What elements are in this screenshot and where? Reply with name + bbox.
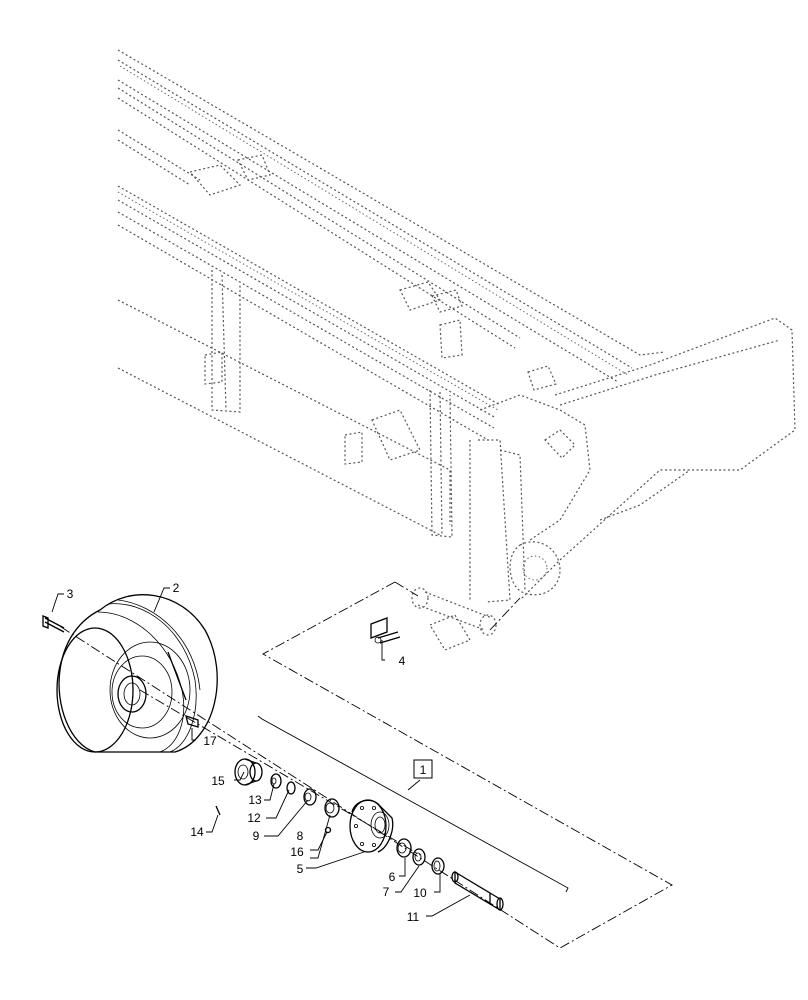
seal-part <box>431 857 445 875</box>
callout-10: 10 <box>413 886 427 900</box>
leader-lines <box>51 587 471 917</box>
callout-11: 11 <box>407 910 420 924</box>
hub-part <box>349 799 394 853</box>
callout-7: 7 <box>383 885 390 899</box>
dust-cap-part <box>234 758 263 786</box>
spindle-part <box>451 870 504 912</box>
callout-6: 6 <box>389 870 396 884</box>
callout-12: 12 <box>247 811 261 825</box>
bolt-part <box>42 615 65 633</box>
callout-3: 3 <box>67 587 74 601</box>
tire-wheel <box>56 594 218 753</box>
callout-13: 13 <box>248 793 262 807</box>
callout-2: 2 <box>173 581 180 595</box>
callout-14: 14 <box>190 825 204 839</box>
assembly-envelope <box>57 581 673 949</box>
callout-8: 8 <box>297 829 304 843</box>
outer-cup-part <box>324 798 340 818</box>
inner-cup-part <box>396 838 412 858</box>
callouts: 1 2 3 4 5 6 7 8 9 10 11 12 13 14 15 16 1… <box>67 581 433 924</box>
callout-17: 17 <box>203 734 217 748</box>
outer-bearing-part <box>303 788 317 806</box>
inner-bearing-part <box>412 848 426 866</box>
callout-9: 9 <box>253 829 260 843</box>
header-frame-ghost <box>117 49 796 651</box>
callout-1: 1 <box>420 763 427 777</box>
callout-4: 4 <box>399 654 406 668</box>
callout-16: 16 <box>290 845 304 859</box>
callout-1-box <box>413 759 433 779</box>
pin-part <box>370 617 401 644</box>
washer-part <box>286 781 296 795</box>
cotter-pin-part <box>215 805 221 816</box>
callout-5: 5 <box>297 862 304 876</box>
castle-nut-part <box>270 773 282 789</box>
callout-15: 15 <box>211 774 225 788</box>
